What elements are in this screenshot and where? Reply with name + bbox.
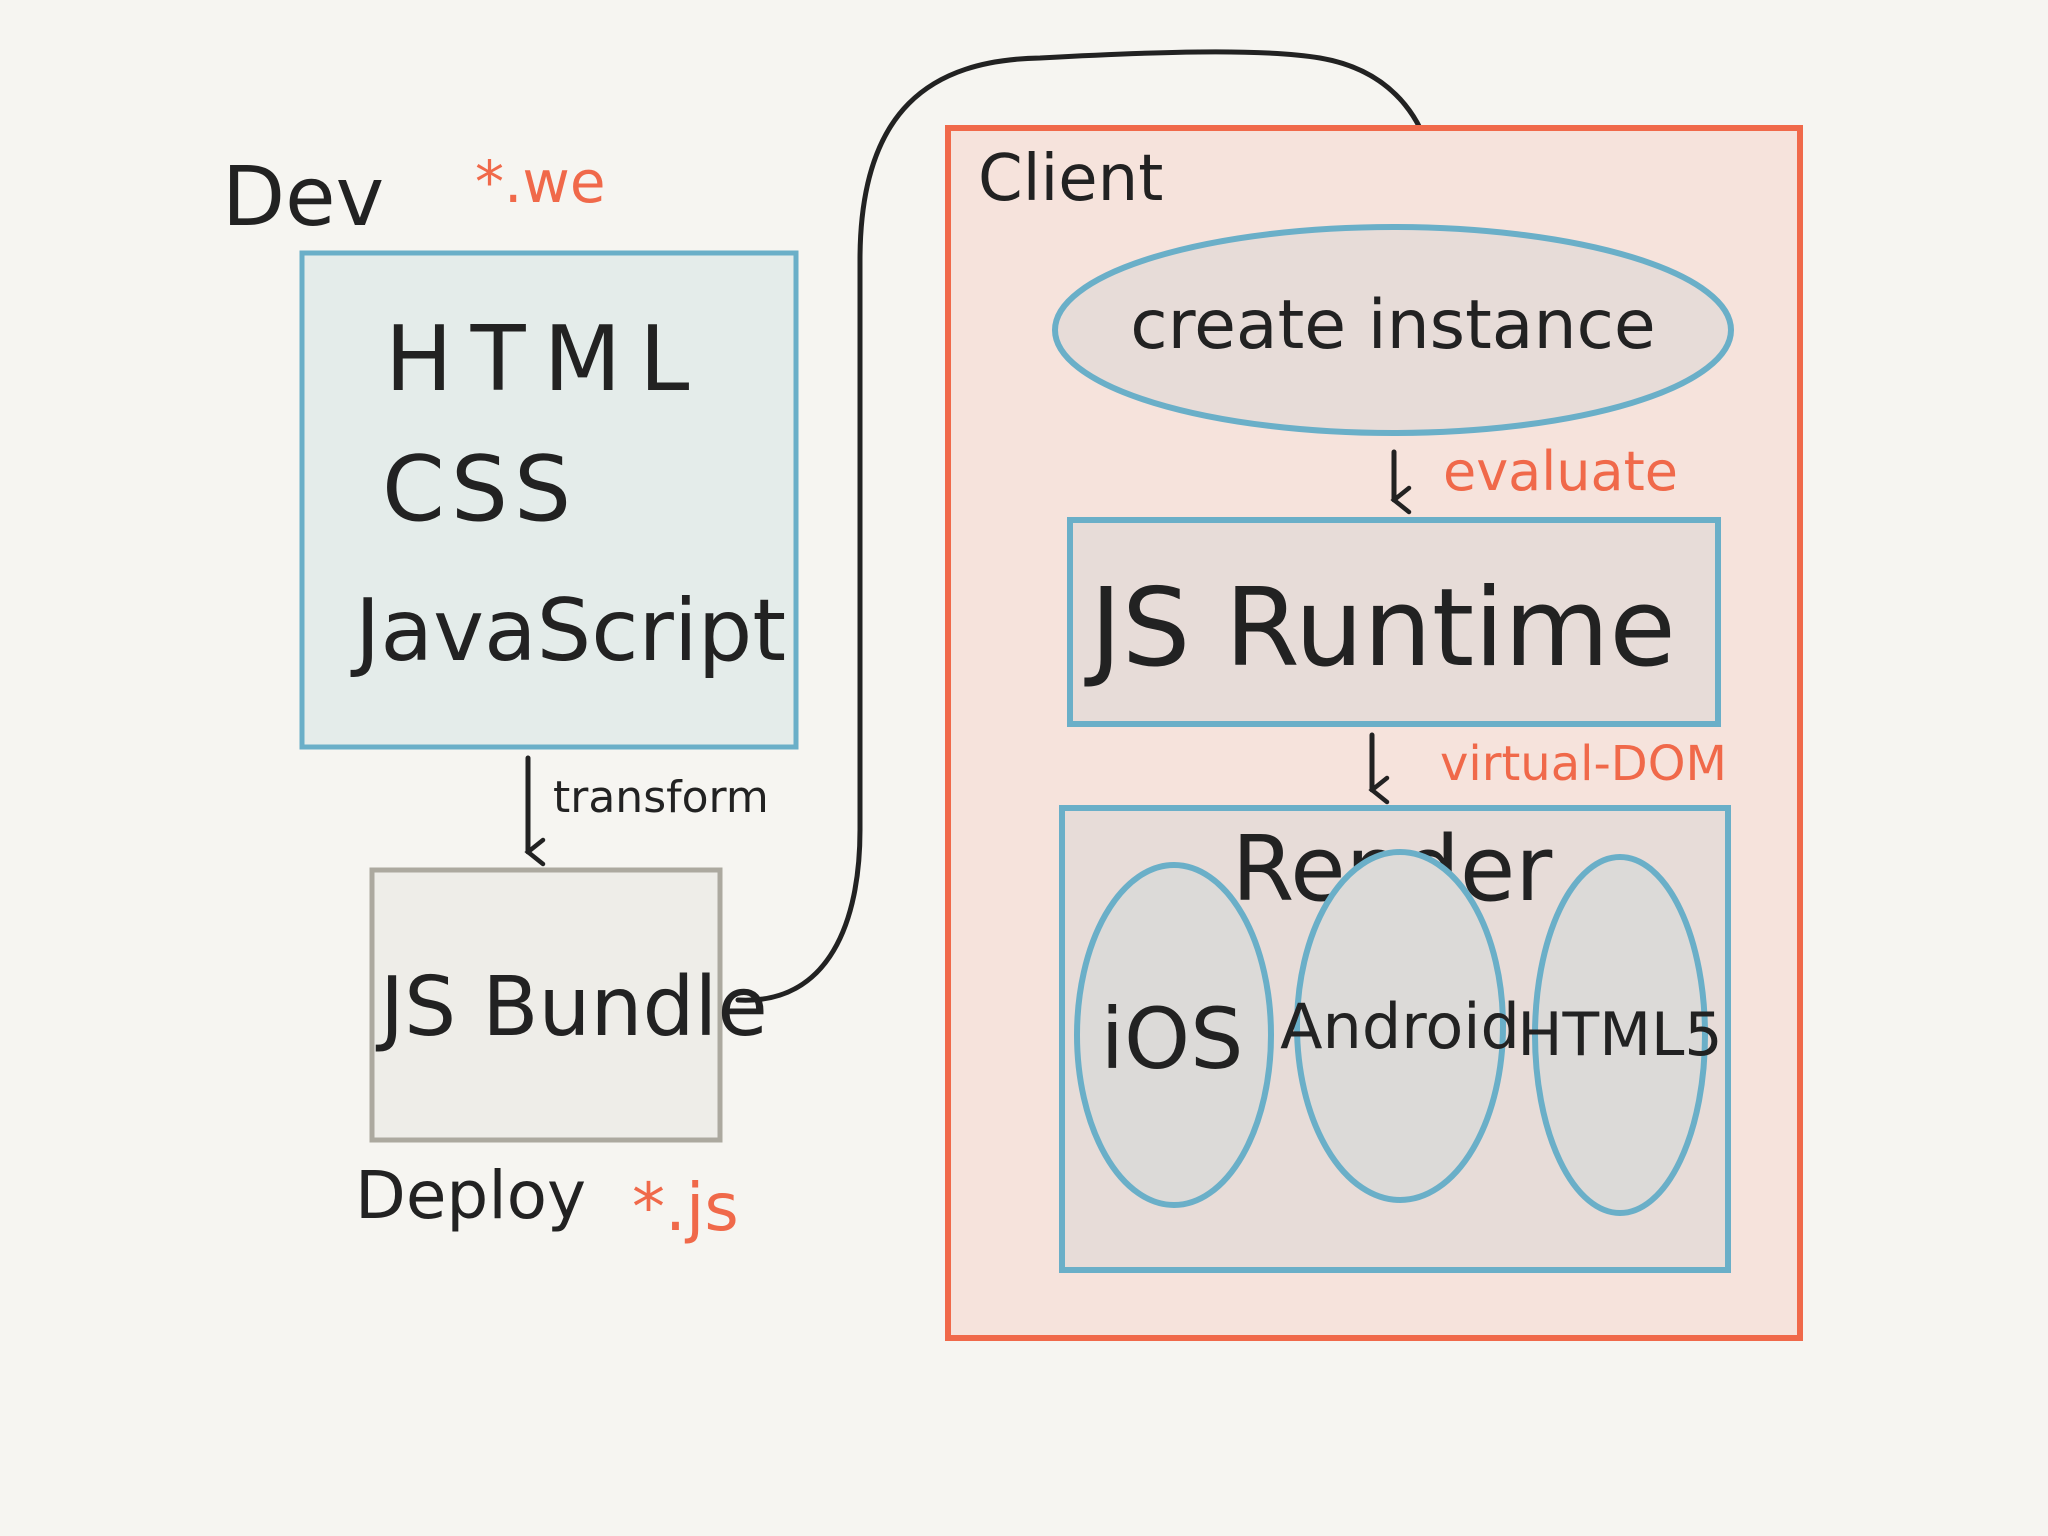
platform-ios-label: iOS (1101, 990, 1244, 1088)
dev-label: Dev (222, 150, 384, 245)
js-bundle-box (369, 867, 723, 1143)
dev-line-javascript: JavaScript (350, 581, 786, 681)
platform-android-ellipse (1294, 849, 1506, 1203)
deploy-label: Deploy (355, 1157, 586, 1234)
dev-extension-label: *.we (475, 148, 606, 216)
platform-html5-ellipse (1532, 854, 1708, 1216)
dev-line-html: HTML (385, 307, 707, 412)
js-runtime-box (1067, 517, 1721, 727)
deploy-connector-arrow (735, 49, 1454, 1003)
virtual-dom-label: virtual-DOM (1440, 736, 1727, 792)
platform-ios-ellipse (1074, 862, 1274, 1208)
js-runtime-label: JS Runtime (1084, 566, 1676, 691)
client-label: Client (978, 142, 1163, 216)
create-instance-label: create instance (1130, 286, 1656, 365)
create-instance-ellipse (1052, 224, 1734, 436)
js-bundle-label: JS Bundle (375, 960, 768, 1055)
bundle-extension-label: *.js (632, 1169, 739, 1246)
platform-android-label: Android (1280, 990, 1520, 1063)
dev-source-box (299, 250, 799, 750)
dev-line-css: CSS (382, 437, 577, 542)
evaluate-label: evaluate (1443, 440, 1678, 503)
platform-html5-label: HTML5 (1517, 1000, 1722, 1070)
transform-label: transform (553, 772, 769, 823)
